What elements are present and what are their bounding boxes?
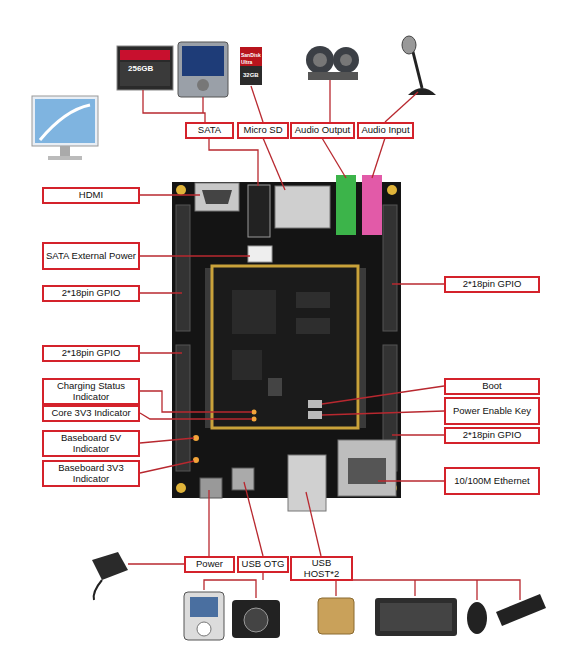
callout-text: 2*18pin GPIO [463, 430, 522, 441]
callout-text: SATA External Power [46, 251, 136, 262]
callout-text: 2*18pin GPIO [463, 279, 522, 290]
microphone [402, 36, 436, 95]
callout-box: 2*18pin GPIO [444, 276, 540, 293]
product-text: Ultra [241, 59, 252, 65]
callout-box: Core 3V3 Indicator [42, 405, 140, 422]
callout-text: Charging Status Indicator [46, 381, 136, 402]
callout-box: SATA External Power [42, 242, 140, 270]
callout-box: USB HOST*2 [290, 556, 353, 581]
callout-box: Boot [444, 378, 540, 395]
callout-box: 10/100M Ethernet [444, 467, 540, 495]
callout-box: Power [184, 556, 235, 573]
callout-text: SATA [198, 125, 221, 136]
hard-disk [178, 42, 228, 97]
callout-box: 2*18pin GPIO [444, 427, 540, 444]
callout-text: HDMI [79, 190, 103, 201]
ssd-drive [117, 46, 173, 90]
callout-box: Baseboard 5V Indicator [42, 430, 140, 457]
callout-box: HDMI [42, 187, 140, 204]
callout-box: Power Enable Key [444, 397, 540, 425]
power-adapter [92, 552, 128, 600]
callout-box: 2*18pin GPIO [42, 285, 140, 302]
callout-text: Audio Output [295, 125, 350, 136]
callout-box: SATA [185, 122, 234, 139]
leader-lines [128, 80, 520, 600]
callout-box: Charging Status Indicator [42, 378, 140, 405]
product-text: SanDisk [241, 52, 261, 58]
otg-devices [184, 592, 280, 640]
callout-text: Power Enable Key [453, 406, 531, 417]
callout-text: Audio Input [361, 125, 409, 136]
callout-text: USB OTG [242, 559, 285, 570]
callout-text: USB HOST*2 [294, 558, 349, 579]
callout-box: USB OTG [237, 556, 289, 573]
callout-text: Boot [482, 381, 502, 392]
host-devices [318, 594, 546, 636]
baseboard [172, 175, 401, 511]
callout-text: Micro SD [243, 125, 282, 136]
callout-text: Baseboard 5V Indicator [46, 433, 136, 454]
product-text: 256GB [128, 64, 153, 73]
callout-text: 2*18pin GPIO [62, 348, 121, 359]
product-text: 32GB [243, 72, 259, 78]
callout-text: Baseboard 3V3 Indicator [46, 463, 136, 484]
callout-box: Audio Output [290, 122, 355, 139]
callout-box: Baseboard 3V3 Indicator [42, 460, 140, 487]
callout-box: Audio Input [357, 122, 414, 139]
monitor [32, 96, 98, 160]
callout-box: 2*18pin GPIO [42, 345, 140, 362]
callout-text: 2*18pin GPIO [62, 288, 121, 299]
callout-text: Core 3V3 Indicator [51, 408, 130, 419]
callout-box: Micro SD [237, 122, 289, 139]
callout-text: Power [196, 559, 223, 570]
callout-text: 10/100M Ethernet [454, 476, 530, 487]
sd-card [240, 47, 262, 85]
speakers [306, 46, 359, 80]
